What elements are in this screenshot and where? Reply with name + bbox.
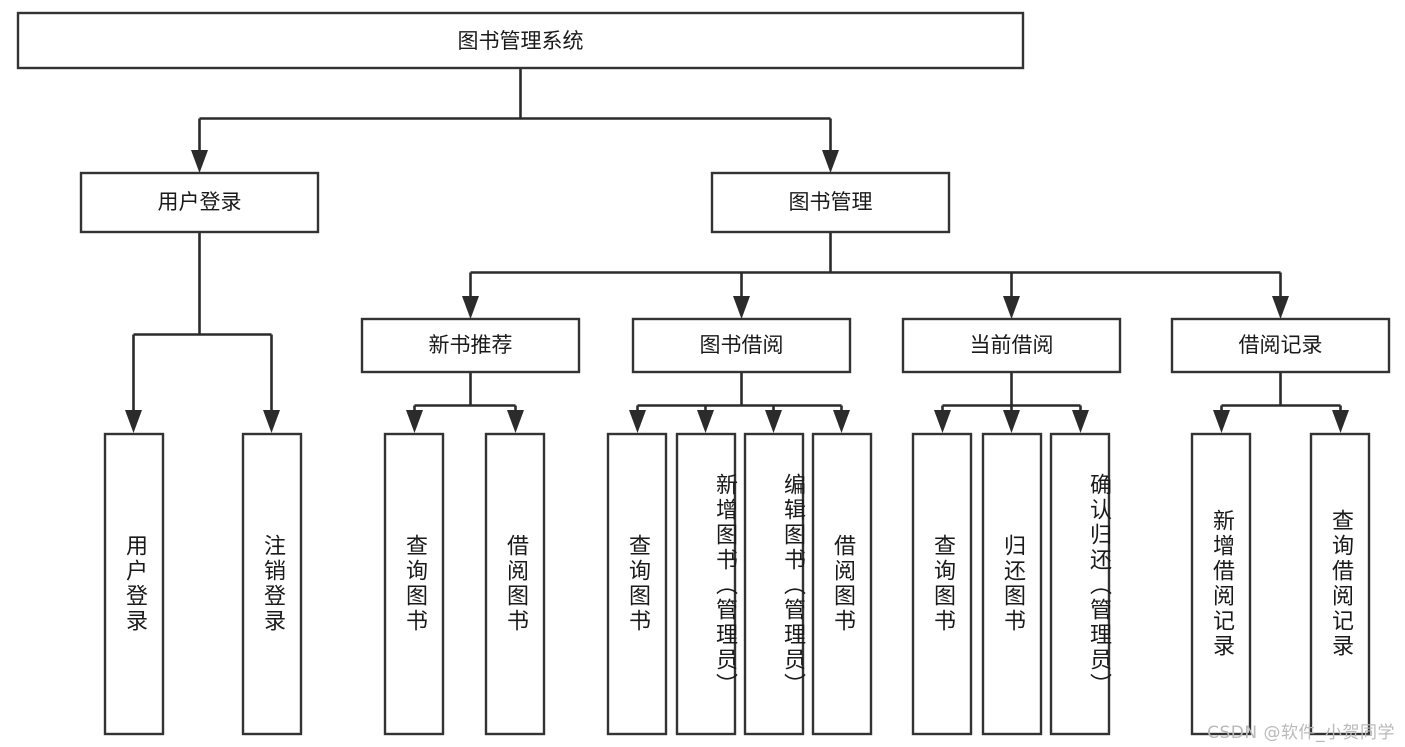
- arrowhead-user-login: [191, 150, 208, 173]
- node-leaf-query-borrow-record-box[interactable]: [1309, 432, 1371, 736]
- node-leaf-query-book-recommend-box[interactable]: [383, 432, 445, 736]
- connector-group-book-management: [462, 232, 1289, 319]
- watermark-text: CSDN @软件_小贺同学: [1207, 723, 1395, 743]
- node-leaf-user-login-box[interactable]: [103, 432, 165, 736]
- node-leaf-edit-book-admin-box[interactable]: [743, 432, 805, 736]
- arrowhead-leaf-user-login: [125, 410, 142, 433]
- node-book-borrow[interactable]: 图书借阅: [631, 317, 852, 374]
- node-new-book-recommend-label: 新书推荐: [429, 333, 513, 357]
- arrowhead-leaf-return-book: [1003, 410, 1020, 433]
- node-leaf-borrow-book-box[interactable]: [811, 432, 873, 736]
- arrowhead-leaf-add-book-admin: [697, 410, 714, 433]
- connector-group-user-login: [125, 232, 280, 433]
- node-root-box[interactable]: [16, 11, 1025, 70]
- arrowhead-leaf-add-borrow-record: [1213, 410, 1230, 433]
- arrowhead-leaf-logout-login: [263, 410, 280, 433]
- arrowhead-book-borrow: [733, 296, 750, 319]
- arrowhead-leaf-query-book-current: [934, 410, 951, 433]
- node-current-borrow[interactable]: 当前借阅: [901, 317, 1122, 374]
- node-borrow-record-box[interactable]: [1170, 317, 1391, 374]
- node-leaf-add-borrow-record-box[interactable]: [1190, 432, 1252, 736]
- node-user-login-box[interactable]: [79, 171, 320, 234]
- arrowhead-current-borrow: [1003, 296, 1020, 319]
- node-borrow-record-label: 借阅记录: [1239, 333, 1323, 357]
- node-user-login[interactable]: 用户登录: [79, 171, 320, 234]
- node-leaf-return-book-box[interactable]: [981, 432, 1043, 736]
- node-leaf-borrow-book-recommend-box[interactable]: [484, 432, 546, 736]
- node-book-management-box[interactable]: [710, 171, 951, 234]
- arrowhead-new-book-recommend: [462, 296, 479, 319]
- arrowhead-leaf-borrow-book: [833, 410, 850, 433]
- connector-group-current-borrow: [934, 372, 1089, 433]
- arrowhead-leaf-confirm-return-admin: [1072, 410, 1089, 433]
- arrowhead-book-management: [822, 150, 839, 173]
- node-new-book-recommend[interactable]: 新书推荐: [360, 317, 581, 374]
- connector-group-book-borrow: [629, 372, 850, 433]
- arrowhead-leaf-borrow-book-recommend: [507, 410, 524, 433]
- node-root-label: 图书管理系统: [458, 29, 584, 53]
- connector-group-new-book-recommend: [406, 372, 524, 433]
- node-root[interactable]: 图书管理系统: [16, 11, 1025, 70]
- node-leaf-confirm-return-admin-box[interactable]: [1049, 432, 1111, 736]
- node-user-login-label: 用户登录: [158, 190, 242, 214]
- node-leaf-logout-login-box[interactable]: [241, 432, 303, 736]
- arrowhead-leaf-query-book-borrow: [629, 410, 646, 433]
- connector-group-root: [191, 68, 839, 173]
- node-book-management[interactable]: 图书管理: [710, 171, 951, 234]
- node-leaf-query-book-borrow-box[interactable]: [606, 432, 668, 736]
- arrowhead-leaf-query-book-recommend: [406, 410, 423, 433]
- node-leaf-query-book-current-box[interactable]: [911, 432, 973, 736]
- node-current-borrow-label: 当前借阅: [970, 333, 1054, 357]
- node-book-borrow-box[interactable]: [631, 317, 852, 374]
- node-new-book-recommend-box[interactable]: [360, 317, 581, 374]
- arrowhead-leaf-edit-book-admin: [765, 410, 782, 433]
- node-book-borrow-label: 图书借阅: [700, 333, 784, 357]
- node-book-management-label: 图书管理: [789, 190, 873, 214]
- node-leaf-add-book-admin-box[interactable]: [675, 432, 737, 736]
- arrowhead-borrow-record: [1272, 296, 1289, 319]
- node-borrow-record[interactable]: 借阅记录: [1170, 317, 1391, 374]
- connector-group-borrow-record: [1213, 372, 1349, 433]
- arrowhead-leaf-query-borrow-record: [1332, 410, 1349, 433]
- node-current-borrow-box[interactable]: [901, 317, 1122, 374]
